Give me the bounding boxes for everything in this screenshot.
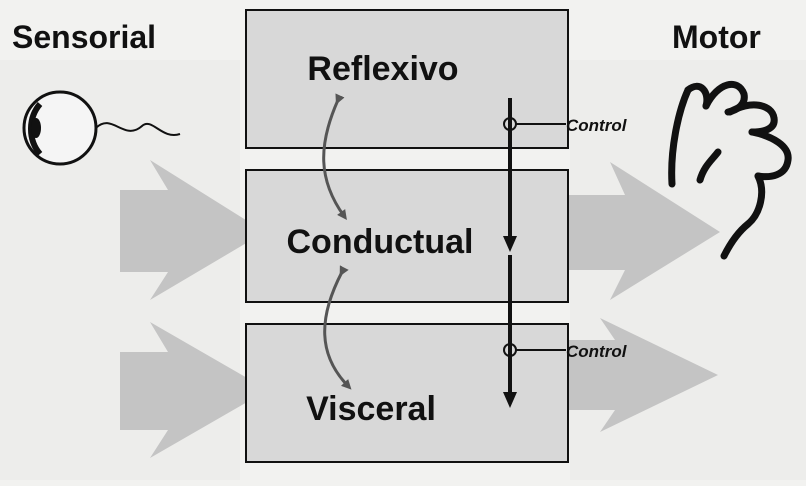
eye-icon <box>22 90 181 166</box>
motor-label: Motor <box>672 19 761 55</box>
box-label-reflexivo: Reflexivo <box>307 50 458 88</box>
sensorial-label: Sensorial <box>12 19 156 55</box>
control-arrowhead-upper <box>503 236 517 252</box>
control-label-upper: Control <box>566 116 628 135</box>
input-arrow-upper <box>120 160 265 300</box>
control-label-lower: Control <box>566 342 628 361</box>
box-label-conductual: Conductual <box>287 223 474 261</box>
control-junction-lower <box>503 343 566 357</box>
control-junction-upper <box>503 117 566 131</box>
hand-icon <box>668 81 792 260</box>
control-arrowhead-lower <box>503 392 517 408</box>
output-arrow-upper <box>555 162 720 300</box>
box-label-visceral: Visceral <box>306 390 436 428</box>
input-arrow-lower <box>120 322 268 458</box>
interaction-arrow-lower <box>323 265 352 390</box>
box-reflexivo <box>245 9 569 149</box>
interaction-arrow-upper <box>322 93 347 221</box>
output-arrow-lower <box>555 318 718 432</box>
